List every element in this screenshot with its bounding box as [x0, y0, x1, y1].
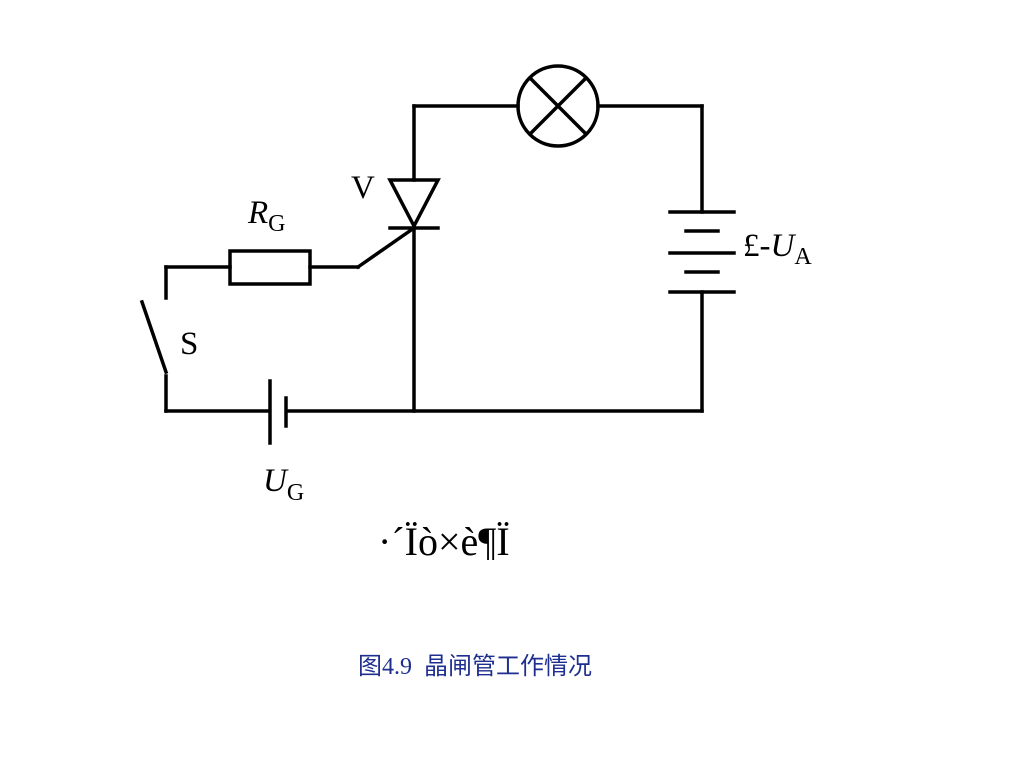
- anode-supply-label: £-UA: [743, 228, 812, 270]
- switch-icon: [139, 299, 169, 375]
- gate-supply-sub: G: [287, 480, 304, 506]
- switch-label: S: [180, 326, 198, 362]
- resistor-label: RG: [247, 195, 286, 237]
- battery-icon: [668, 210, 736, 294]
- resistor-label-main: R: [247, 195, 268, 231]
- gate-supply-main: U: [263, 463, 289, 499]
- anode-supply-sub: A: [794, 244, 812, 270]
- resistor-label-sub: G: [268, 211, 285, 237]
- gate-supply-label: UG: [263, 463, 304, 506]
- figure-caption: 图4.9 晶闸管工作情况: [358, 654, 592, 680]
- anode-supply-main: U: [771, 228, 797, 264]
- battery-icon: [268, 379, 288, 445]
- resistor-icon: [228, 249, 312, 286]
- garbled-label: ·´Ïò×è¶Ï: [378, 519, 510, 564]
- anode-supply-prefix: £-: [743, 228, 771, 264]
- lamp-icon: [516, 64, 600, 148]
- thyristor-label: V: [351, 170, 375, 206]
